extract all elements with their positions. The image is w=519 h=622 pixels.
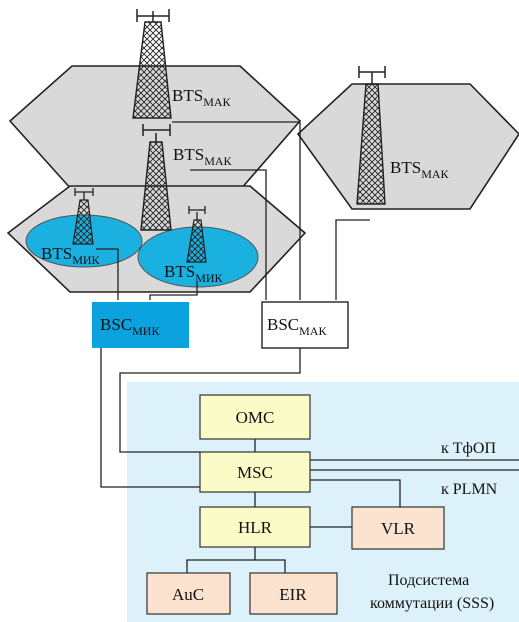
auc-label: AuC (172, 585, 204, 604)
msc-box (199, 451, 311, 493)
eir-box (249, 572, 338, 615)
vlr-box (351, 506, 445, 550)
bts-mik-left-label: BTSМИК (41, 244, 101, 267)
omc-label: OMC (236, 408, 275, 427)
tower-icon (72, 188, 94, 245)
subsystem-caption-line2: коммутации (SSS) (370, 595, 494, 612)
pstn-label: к ТфОП (441, 440, 496, 457)
omc-box (199, 394, 311, 440)
bsc-mak-label: BSCМАК (267, 315, 327, 338)
subsystem-caption-line1: Подсистема (388, 572, 469, 589)
auc-box (146, 572, 231, 615)
bsc-mak-box (261, 301, 349, 349)
msc-label: MSC (237, 463, 273, 482)
bts-mak-right-label: BTSМАК (390, 158, 450, 181)
vlr-label: VLR (381, 519, 416, 538)
hlr-label: HLR (238, 518, 273, 537)
macro-cell-right (296, 83, 519, 210)
tower-icon (132, 9, 172, 119)
connection-lines (96, 121, 519, 573)
bts-mak-mid-label: BTSМАК (173, 145, 233, 168)
tower-icon (140, 124, 172, 231)
tower-icon (356, 66, 386, 205)
bsc-mik-label: BSCМИК (100, 315, 160, 338)
bts-mik-right-label: BTSМИК (164, 262, 224, 285)
hlr-box (199, 506, 311, 548)
bsc-mik-box (92, 302, 189, 348)
bts-mak-top-label: BTSМАК (172, 86, 232, 109)
plmn-label: к PLMN (441, 481, 498, 498)
eir-label: EIR (279, 585, 307, 604)
tower-icon (186, 206, 207, 263)
